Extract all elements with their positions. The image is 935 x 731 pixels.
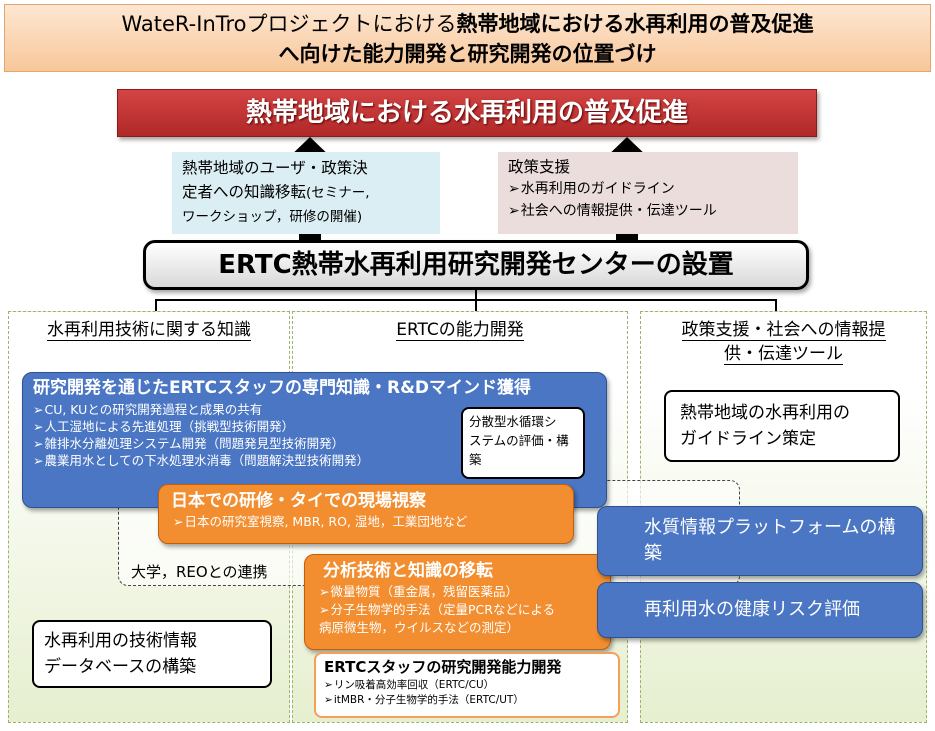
transfer-line1: 熱帯地域のユーザ・政策決 [182, 159, 368, 177]
decentralized-line: 築 [469, 452, 482, 467]
platform-line: 水質情報プラットフォームの構 [644, 517, 896, 538]
column-title: 水再利用技術に関する知識 [47, 320, 251, 341]
staff-development-box: ERTCスタッフの研究開発能力開発 リン吸着高効率回収（ERTC/CU） itM… [314, 652, 620, 718]
connector-line [155, 299, 777, 301]
guideline-line: 熱帯地域の水再利用の [680, 403, 850, 423]
university-link-label: 大学，REOとの連携 [131, 563, 268, 581]
policy-support-item: 社会への情報提供・伝達ツール [508, 200, 788, 222]
connector-line [475, 290, 477, 300]
guideline-box: 熱帯地域の水再利用の ガイドライン策定 [664, 390, 900, 462]
staff-development-title: ERTCスタッフの研究開発能力開発 [324, 658, 562, 676]
guideline-line: ガイドライン策定 [680, 429, 816, 449]
decentralized-line: 分散型水循環シ [469, 414, 557, 429]
header-banner: WateR-InTroプロジェクトにおける熱帯地域における水再利用の普及促進 へ… [4, 4, 931, 72]
japan-training-item: 日本の研究室視察, MBR, RO, 湿地，工業団地など [159, 513, 573, 531]
transfer-line3: ワークショップ，研修の開催) [182, 209, 363, 225]
database-line: 水再利用の技術情報 [44, 631, 197, 651]
health-risk-box: 再利用水の健康リスク評価 [597, 582, 923, 638]
connector-line [155, 299, 157, 311]
rd-item: 農業用水としての下水処理水消毒（問題解決型技術開発） [33, 452, 606, 469]
analysis-title: 分析技術と知識の移転 [323, 561, 493, 581]
policy-support-title: 政策支援 [508, 158, 571, 176]
decentralized-system-box: 分散型水循環シ ステムの評価・構 築 [461, 407, 585, 479]
staff-development-item: itMBR・分子生物学的手法（ERTC/UT） [316, 693, 618, 708]
transfer-line2-small: (セミナー, [306, 185, 370, 201]
rd-item: 雑排水分離処理システム開発（問題発見型技術開発） [33, 435, 606, 452]
water-quality-platform-box: 水質情報プラットフォームの構 築 [597, 506, 923, 576]
analysis-transfer-box: 分析技術と知識の移転 微量物質（重金属，残留医薬品） 分子生物学的手法（定量PC… [304, 554, 611, 650]
header-line1-bold: 熱帯地域における水再利用の普及促進 [456, 12, 814, 36]
column-title: ERTCの能力開発 [396, 320, 524, 341]
analysis-item: 分子生物学的手法（定量PCRなどによる [305, 601, 610, 619]
database-line: データベースの構築 [44, 657, 197, 677]
rd-item: 人工湿地による先進処理（挑戦型技術開発） [33, 418, 606, 435]
japan-training-title: 日本での研修・タイでの現場視察 [171, 491, 426, 511]
column-title: 供・伝達ツール [724, 344, 843, 365]
goal-box: 熱帯地域における水再利用の普及促進 [117, 89, 817, 137]
header-line1-prefix: WateR-InTroプロジェクトにおける [121, 12, 457, 36]
policy-support-box: 政策支援 水再利用のガイドライン 社会への情報提供・伝達ツール [498, 152, 798, 234]
rd-item: CU, KUとの研究開発過程と成果の共有 [33, 401, 606, 418]
platform-line: 築 [644, 543, 662, 564]
rd-box-title: 研究開発を通じたERTCスタッフの専門知識・R&Dマインド獲得 [33, 378, 532, 398]
database-box: 水再利用の技術情報 データベースの構築 [32, 620, 272, 688]
header-line2: へ向けた能力開発と研究開発の位置づけ [278, 42, 657, 66]
staff-development-item: リン吸着高効率回収（ERTC/CU） [316, 678, 618, 693]
column-title: 政策支援・社会への情報提 [681, 320, 886, 341]
transfer-line2: 定者への知識移転 [182, 183, 307, 201]
connector-line [475, 299, 477, 311]
ertc-center-box: ERTC熱帯水再利用研究開発センターの設置 [143, 240, 809, 290]
decentralized-line: ステムの評価・構 [469, 433, 569, 448]
knowledge-transfer-box: 熱帯地域のユーザ・政策決 定者への知識移転(セミナー, ワークショップ，研修の開… [172, 152, 440, 234]
connector-line [775, 299, 777, 311]
policy-support-item: 水再利用のガイドライン [508, 178, 788, 200]
japan-training-box: 日本での研修・タイでの現場視察 日本の研究室視察, MBR, RO, 湿地，工業… [158, 484, 574, 544]
analysis-item: 微量物質（重金属，残留医薬品） [305, 583, 610, 601]
analysis-item-cont: 病原微生物，ウイルスなどの測定） [319, 620, 520, 635]
